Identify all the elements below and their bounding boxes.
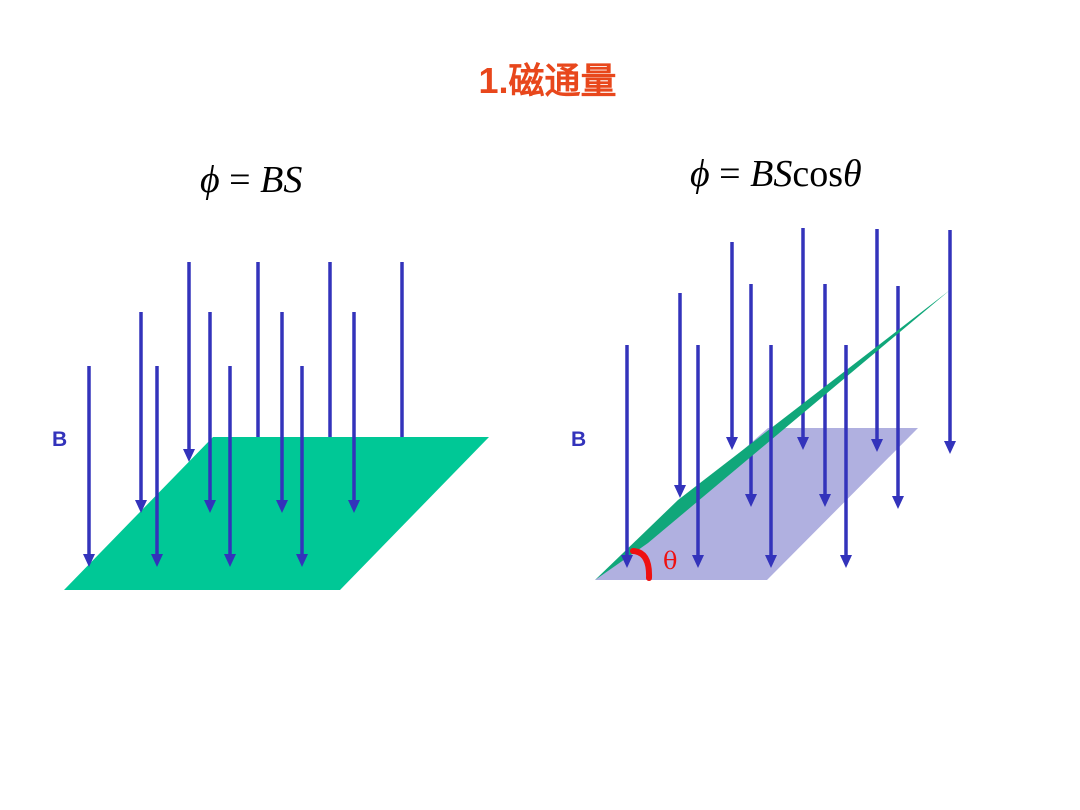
field-label-right: B (571, 428, 587, 451)
right-field-arrow-front-5-head (840, 555, 852, 568)
left-field-arrow-front-6-head (151, 554, 163, 567)
formula-left-phi: ϕ (200, 159, 220, 201)
right-diagram: θ (595, 228, 956, 581)
right-field-arrow-front-4-head (765, 555, 777, 568)
formula-right-equals: = (709, 153, 751, 195)
left-diagram (64, 262, 489, 590)
right-field-arrow-back-4-head (944, 441, 956, 454)
right-field-arrow-back-2 (797, 228, 809, 450)
right-field-arrow-back-1 (726, 242, 738, 450)
left-surface (64, 437, 489, 590)
right-field-arrow-front-5 (840, 345, 852, 568)
right-field-arrow-back-5-head (745, 494, 757, 507)
formula-right-theta: θ (842, 153, 862, 195)
left-field-arrow-front-1 (135, 312, 147, 513)
left-field-arrow-front-5 (83, 366, 95, 567)
right-field-arrow-front-1 (621, 345, 633, 568)
right-field-arrow-back-3 (871, 229, 883, 452)
right-field-arrow-front-4 (765, 345, 777, 568)
right-field-arrow-back-5 (745, 284, 757, 507)
right-field-arrow-back-4 (944, 230, 956, 454)
right-field-arrow-front-2-head (674, 485, 686, 498)
right-field-arrow-back-6-head (819, 494, 831, 507)
left-field-arrow-front-3 (276, 312, 288, 513)
left-field-arrow-front-4-head (348, 500, 360, 513)
formula-flux-tilted: ϕ = BScosθ (690, 152, 862, 196)
left-field-arrow-front-8 (296, 366, 308, 567)
left-field-arrow-front-5-head (83, 554, 95, 567)
formula-right-bs: BS (750, 153, 793, 195)
formula-right-cos: cos (792, 153, 843, 195)
left-field-arrow-back-4 (396, 262, 408, 462)
formula-right-phi: ϕ (690, 153, 710, 195)
left-field-arrow-back-1-head (183, 449, 195, 462)
left-field-arrow-front-3-head (276, 500, 288, 513)
right-field-arrow-front-3 (692, 345, 704, 568)
right-field-arrow-front-1-head (621, 555, 633, 568)
angle-theta-label: θ (663, 547, 677, 575)
projected-surface (595, 428, 918, 580)
left-field-arrow-front-2-head (204, 500, 216, 513)
right-field-arrow-back-1-head (726, 437, 738, 450)
left-field-arrow-back-1 (183, 262, 195, 462)
left-field-arrow-front-2 (204, 312, 216, 513)
left-field-arrow-front-1-head (135, 500, 147, 513)
left-field-arrow-front-7-head (224, 554, 236, 567)
right-field-arrow-back-3-head (871, 439, 883, 452)
right-field-arrow-back-2-head (797, 437, 809, 450)
page-title: 1.磁通量 (478, 60, 617, 101)
left-field-arrow-back-3 (324, 262, 336, 462)
left-field-arrow-front-6 (151, 366, 163, 567)
left-field-arrow-back-2 (252, 262, 264, 462)
right-field-arrow-back-7 (892, 286, 904, 509)
left-field-arrow-front-7 (224, 366, 236, 567)
angle-arc (630, 548, 653, 581)
formula-left-bs: BS (260, 159, 303, 201)
field-label-left: B (52, 428, 68, 451)
left-field-arrow-front-4 (348, 312, 360, 513)
right-field-arrow-back-7-head (892, 496, 904, 509)
formula-flux-perpendicular: ϕ = BS (200, 158, 302, 202)
left-field-arrow-front-8-head (296, 554, 308, 567)
formula-left-equals: = (219, 159, 261, 201)
right-field-arrow-front-2 (674, 293, 686, 498)
right-field-arrow-front-3-head (692, 555, 704, 568)
